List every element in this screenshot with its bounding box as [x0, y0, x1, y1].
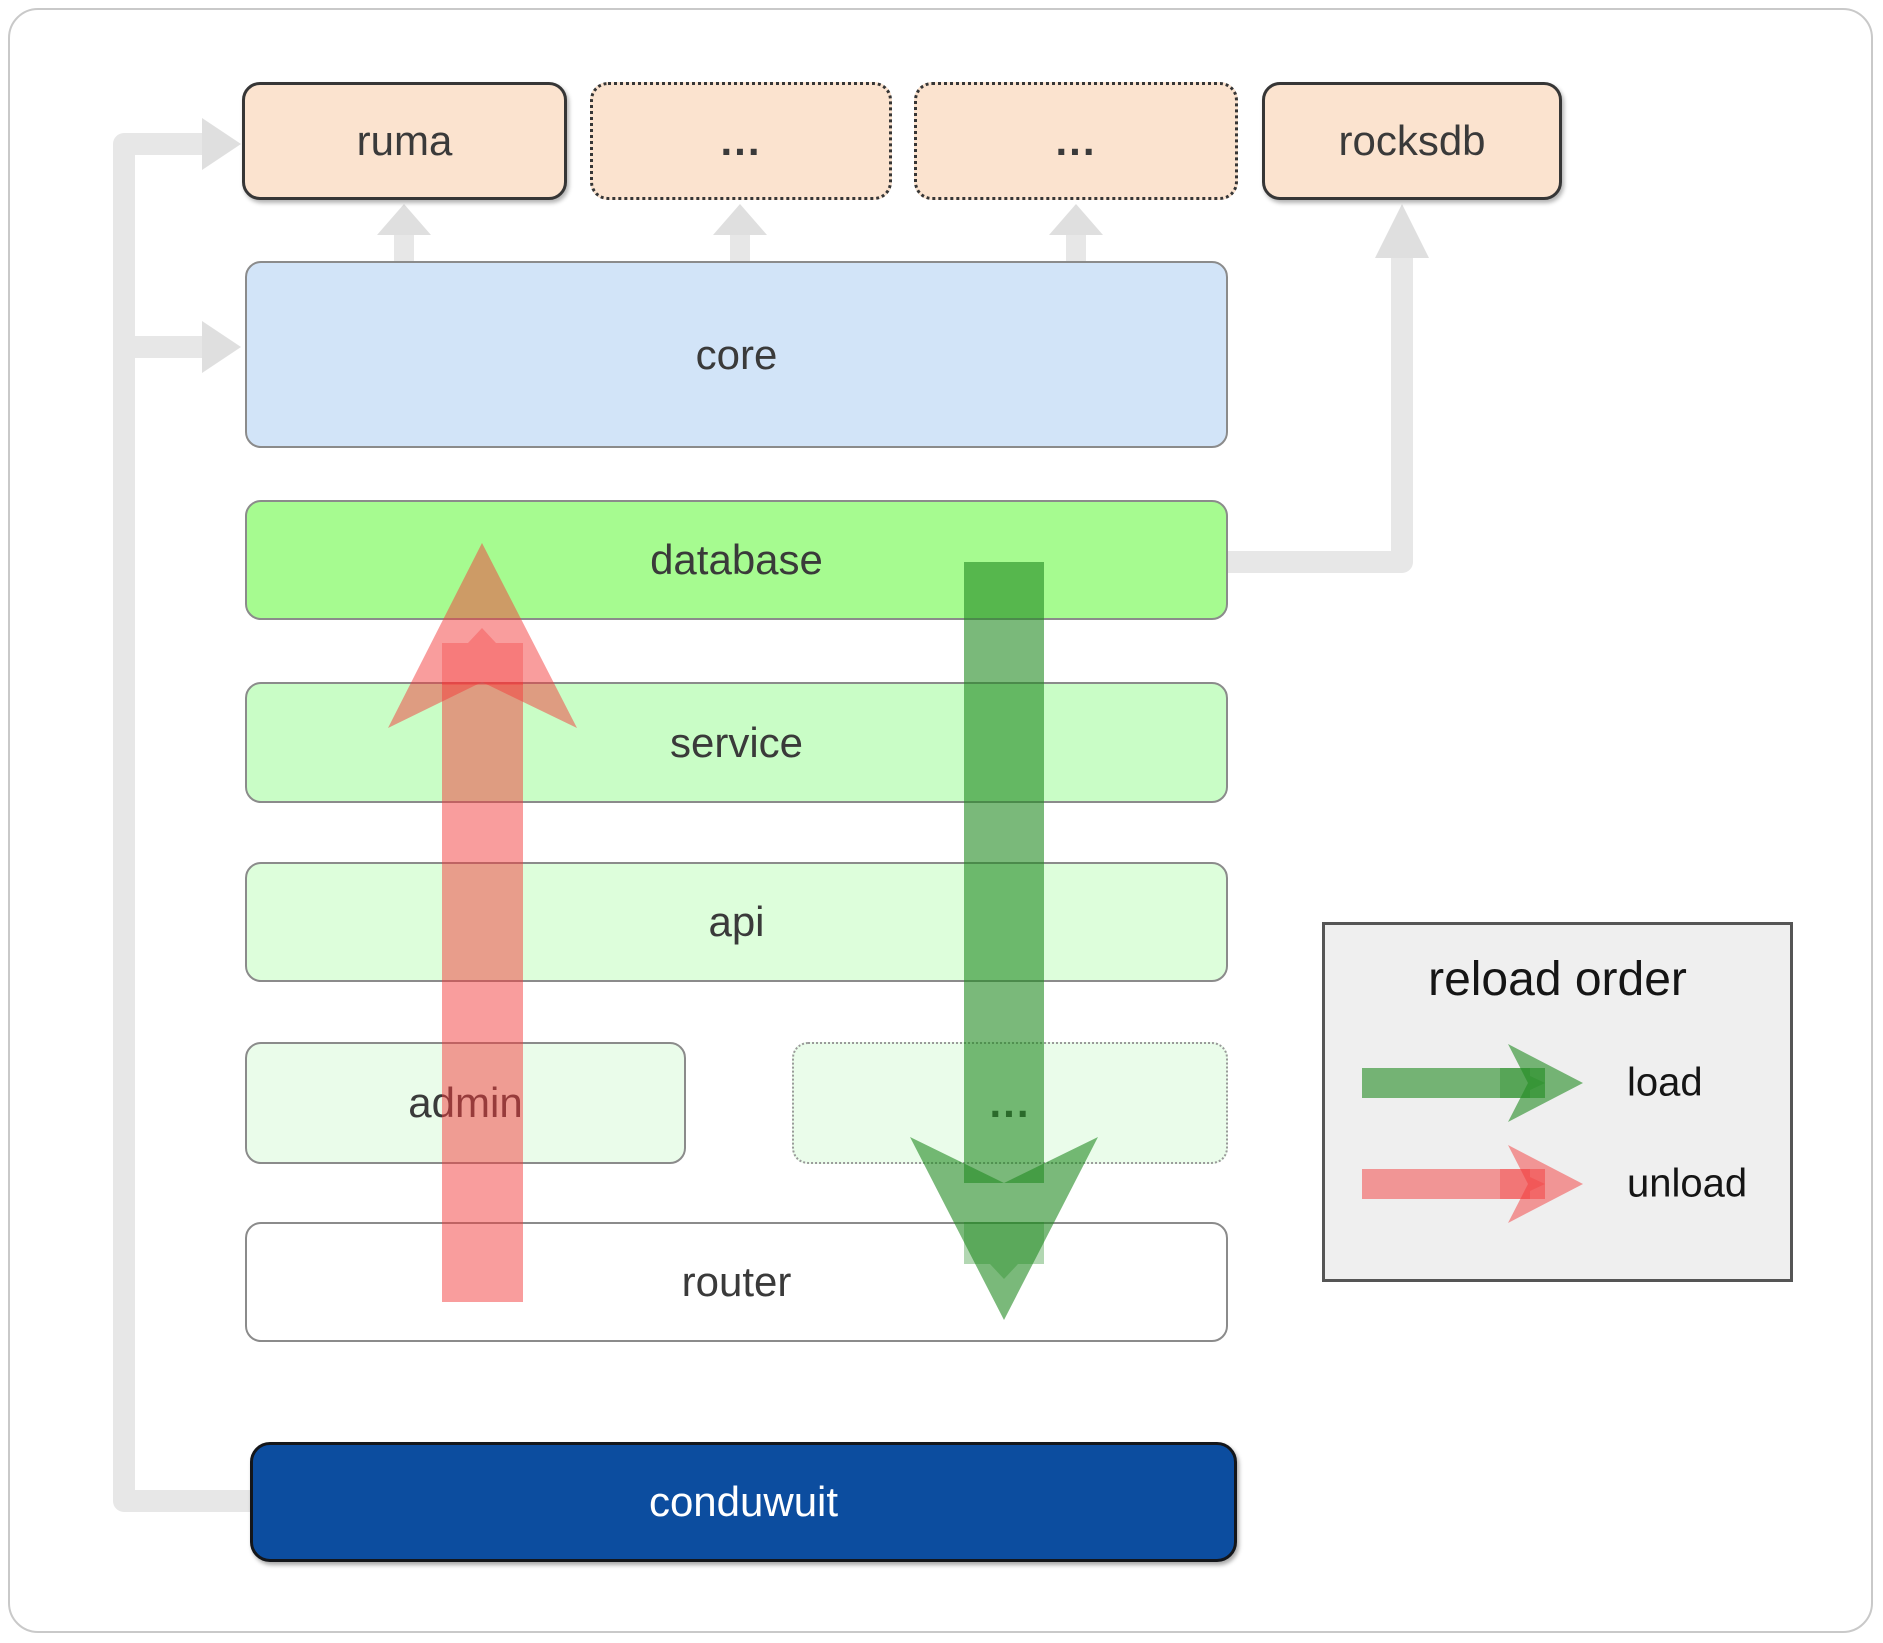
- node-ellipsis-1-label: ...: [720, 117, 762, 164]
- node-conduwuit-label: conduwuit: [648, 1478, 839, 1525]
- node-api: api: [245, 862, 1228, 982]
- node-core: core: [245, 261, 1228, 448]
- node-core-label: core: [695, 330, 778, 378]
- node-admin: admin: [245, 1042, 686, 1164]
- node-router: router: [245, 1222, 1228, 1342]
- node-rocksdb: rocksdb: [1262, 82, 1562, 200]
- node-rocksdb-label: rocksdb: [1338, 117, 1486, 164]
- node-database-label: database: [650, 536, 823, 583]
- node-database: database: [245, 500, 1228, 620]
- node-ellipsis-1: ...: [590, 82, 892, 200]
- legend-unload-label: unload: [1627, 1161, 1748, 1206]
- node-api-label: api: [708, 898, 765, 945]
- node-conduwuit: conduwuit: [250, 1442, 1237, 1562]
- legend-title: reload order: [1428, 953, 1687, 1006]
- node-service: service: [245, 682, 1228, 803]
- node-admin-label: admin: [408, 1079, 523, 1126]
- node-ellipsis-3: ...: [792, 1042, 1228, 1164]
- node-ruma: ruma: [242, 82, 567, 200]
- diagram-frame: [8, 8, 1873, 1633]
- node-ellipsis-2-label: ...: [1055, 117, 1097, 164]
- legend-load-label: load: [1627, 1060, 1703, 1105]
- node-ellipsis-3-label: ...: [989, 1079, 1031, 1126]
- node-ellipsis-2: ...: [914, 82, 1238, 200]
- node-ruma-label: ruma: [356, 117, 453, 164]
- node-service-label: service: [669, 718, 804, 766]
- node-router-label: router: [681, 1258, 792, 1305]
